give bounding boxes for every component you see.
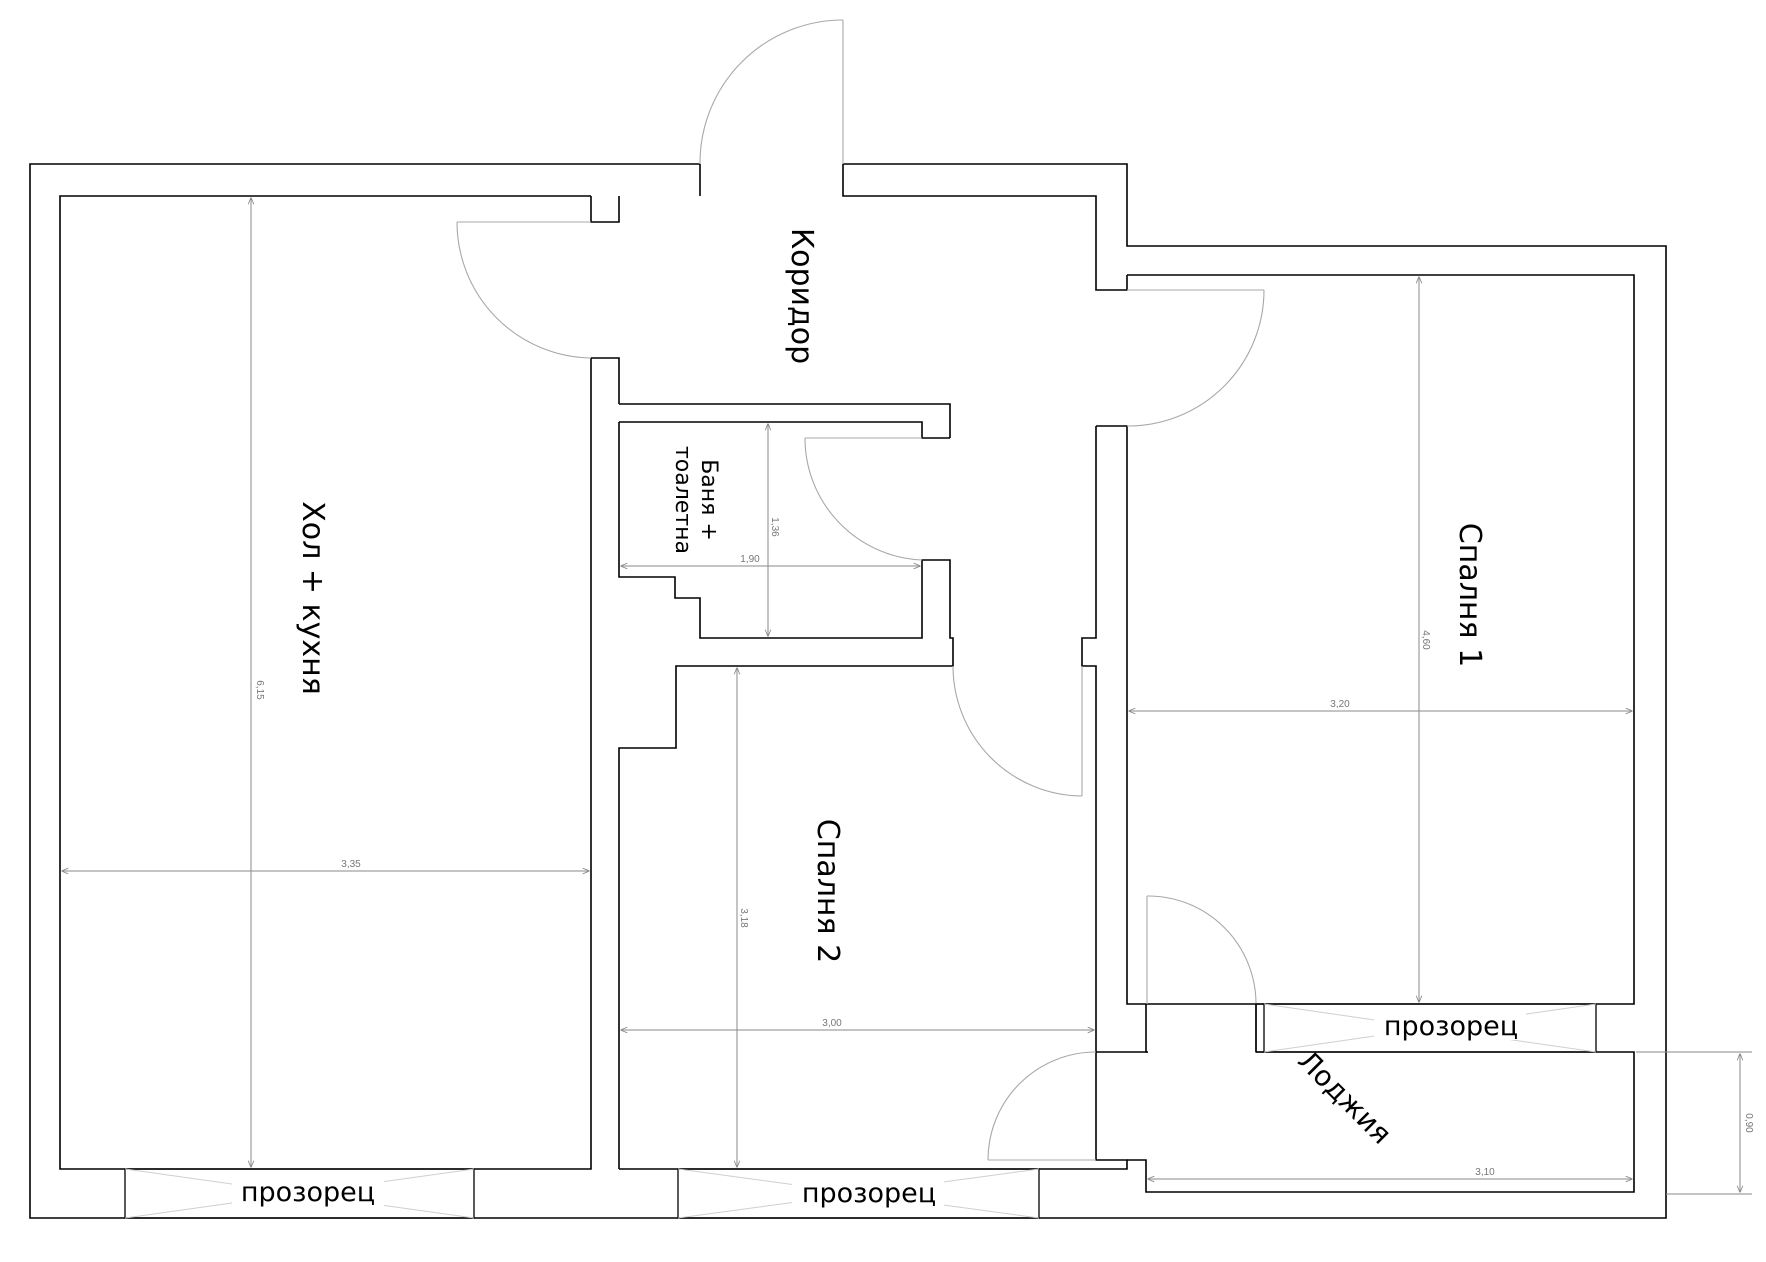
room-label-bath-line2: тоалетна (670, 446, 695, 554)
bedroom1-door (1126, 289, 1265, 427)
room-label-loggia: Лоджия (1291, 1044, 1398, 1151)
window-bedroom1: прозорец (1255, 1003, 1597, 1053)
window-label-bedroom2: прозорец (802, 1178, 936, 1209)
entrance-door (699, 19, 844, 165)
room-labels: Коридор Хол + кухня Баня + тоалетна Спал… (295, 228, 1487, 1151)
room-label-corridor: Коридор (784, 228, 819, 364)
dim-bedroom1-height: 4,60 (1420, 630, 1431, 650)
dim-bath-width: 1,90 (740, 554, 760, 565)
bath-door (804, 437, 923, 561)
room-label-bedroom2: Спалня 2 (810, 819, 845, 963)
dim-loggia-depth: 0,90 (1743, 1113, 1754, 1133)
window-label-bedroom1: прозорец (1384, 1011, 1518, 1042)
doors (456, 19, 1265, 1161)
loggia-door-top (1146, 895, 1257, 1005)
dim-living-height: 6,15 (254, 680, 265, 700)
dim-bedroom2-height: 3,18 (738, 908, 749, 928)
room-label-bath-line1: Баня + (696, 459, 721, 541)
room-label-living-kitchen: Хол + кухня (295, 501, 330, 695)
dim-bath-height: 1,36 (769, 517, 780, 537)
dim-loggia-width: 3,10 (1475, 1167, 1495, 1178)
loggia-door-bottom (987, 1051, 1097, 1161)
window-bedroom2: прозорец (677, 1168, 1040, 1219)
bedroom2-door (952, 665, 1083, 797)
dimensions: 6,15 3,35 1,36 1,90 4,60 3,20 3,18 3,00 … (62, 198, 1754, 1195)
living-door (456, 221, 592, 359)
dim-living-width: 3,35 (341, 859, 361, 870)
room-label-bedroom1: Спалня 1 (1452, 523, 1487, 667)
dim-bedroom1-width: 3,20 (1330, 699, 1350, 710)
window-living: прозорец (124, 1168, 475, 1219)
window-label-living: прозорец (241, 1177, 375, 1208)
outer-wall (29, 163, 1667, 1219)
dim-bedroom2-width: 3,00 (822, 1018, 842, 1029)
